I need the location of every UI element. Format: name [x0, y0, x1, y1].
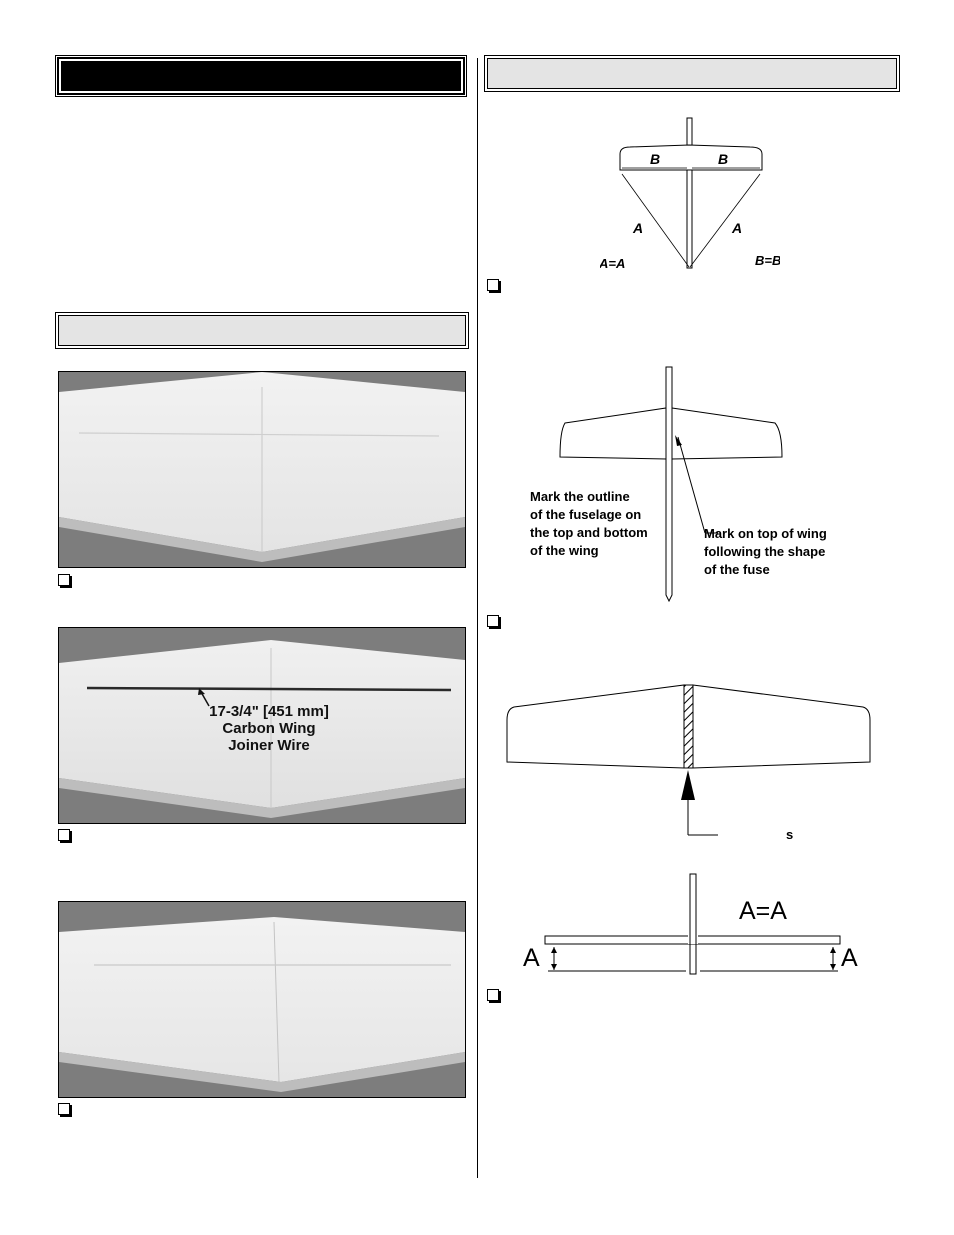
label-a-right: A — [731, 220, 742, 236]
step-checkbox-6[interactable] — [487, 989, 499, 1001]
right-callout-line: following the shape — [704, 544, 825, 559]
subsection-header-left — [55, 312, 469, 349]
step-checkbox-4[interactable] — [487, 279, 499, 291]
height-label-left: A — [523, 944, 540, 972]
left-callout-line: the top and bottom — [530, 525, 648, 540]
label-a-left: A — [632, 220, 643, 236]
wing-planform-diagram: s — [506, 684, 871, 842]
equation-b: B=B — [755, 253, 780, 268]
right-callout-line: of the fuse — [704, 562, 770, 577]
right-callout-line: Mark on top of wing — [704, 526, 827, 541]
alignment-diagram-triangle: B B A A A=A B=B — [600, 117, 780, 271]
joiner-wire-label-line: Joiner Wire — [228, 737, 310, 754]
label-b-left: B — [650, 151, 660, 167]
joiner-wire-label-line: 17-3/4" [451 mm] — [209, 703, 329, 720]
wing-photo-1 — [58, 371, 466, 568]
step-checkbox-3[interactable] — [58, 1103, 70, 1115]
wing-photo-2: 17-3/4" [451 mm] Carbon Wing Joiner Wire — [58, 627, 466, 824]
height-label-right: A — [841, 944, 858, 972]
joiner-wire-label: 17-3/4" [451 mm] Carbon Wing Joiner Wire — [184, 703, 354, 754]
label-b-right: B — [718, 151, 728, 167]
left-callout-line: Mark the outline — [530, 489, 630, 504]
equation-a: A=A — [600, 256, 625, 271]
step-checkbox-5[interactable] — [487, 615, 499, 627]
callout-fragment: s — [786, 827, 793, 842]
step-checkbox-1[interactable] — [58, 574, 70, 586]
height-equation: A=A — [739, 897, 787, 925]
section-header-black — [55, 55, 467, 97]
joiner-wire-label-line: Carbon Wing — [222, 720, 316, 737]
wing-height-diagram: A=A A A — [523, 873, 858, 975]
fuselage-outline-diagram: Mark the outline of the fuselage on the … — [530, 366, 827, 603]
left-callout-line: of the fuselage on — [530, 507, 641, 522]
step-checkbox-2[interactable] — [58, 829, 70, 841]
left-callout-line: of the wing — [530, 543, 599, 558]
column-divider — [477, 58, 478, 1178]
section-header-right — [484, 55, 900, 92]
wing-photo-3 — [58, 901, 466, 1098]
